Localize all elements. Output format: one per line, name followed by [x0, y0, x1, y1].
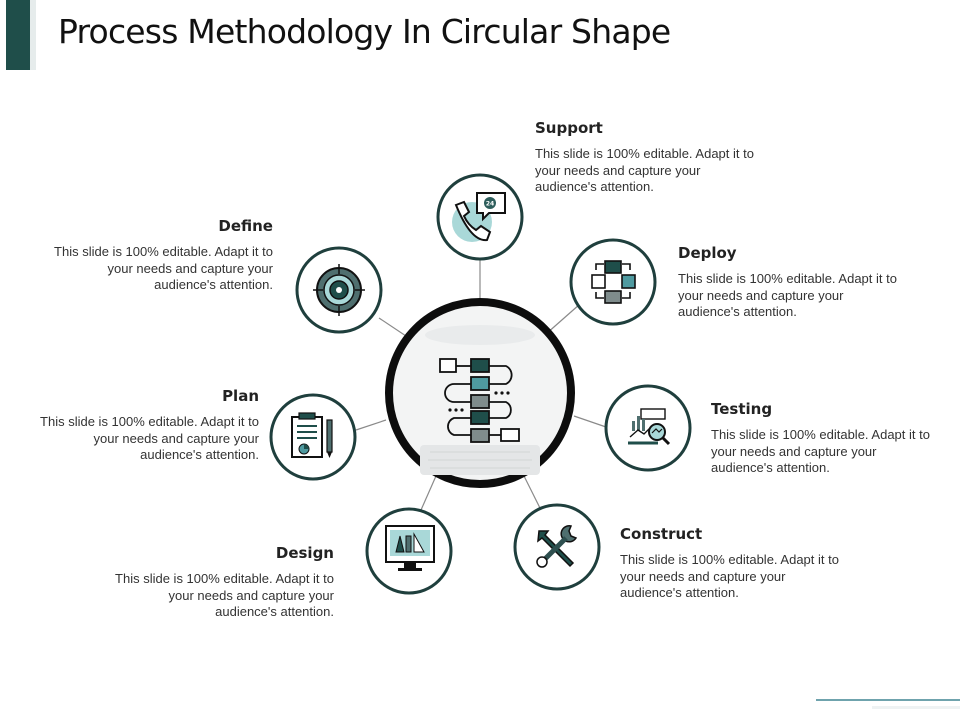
accent-bar — [6, 0, 30, 70]
step-heading: Support — [535, 119, 603, 137]
design-monitor-icon — [385, 525, 435, 571]
step-heading: Testing — [711, 400, 773, 418]
step-description: This slide is 100% editable. Adapt it to… — [115, 571, 334, 619]
step-heading: Construct — [620, 525, 703, 543]
chart-magnifier-icon — [628, 408, 671, 446]
step-testing: Testing This slide is 100% editable. Ada… — [711, 400, 931, 477]
step-construct: Construct This slide is 100% editable. A… — [620, 525, 840, 602]
target-icon — [313, 264, 365, 316]
node-testing — [604, 384, 692, 472]
step-heading: Deploy — [678, 244, 737, 262]
step-description: This slide is 100% editable. Adapt it to… — [40, 414, 259, 462]
step-description: This slide is 100% editable. Adapt it to… — [711, 427, 930, 475]
node-deploy — [569, 238, 657, 326]
center-hub — [385, 298, 575, 488]
accent-bar-shadow — [30, 0, 36, 70]
step-design: Design This slide is 100% editable. Adap… — [114, 544, 334, 621]
page-title: Process Methodology In Circular Shape — [58, 12, 671, 51]
step-description: This slide is 100% editable. Adapt it to… — [535, 146, 754, 194]
svg-text:24: 24 — [486, 201, 494, 208]
clipboard-plan-icon — [291, 412, 333, 458]
step-define: Define This slide is 100% editable. Adap… — [53, 217, 273, 294]
corner-accent-line — [816, 699, 960, 701]
step-heading: Design — [275, 544, 334, 562]
step-heading: Plan — [222, 387, 259, 405]
step-support: Support This slide is 100% editable. Ada… — [535, 119, 755, 196]
step-heading: Define — [218, 217, 273, 235]
workflow-flowchart-icon — [439, 358, 520, 443]
step-description: This slide is 100% editable. Adapt it to… — [678, 271, 897, 319]
phone-24-support-icon: 24 — [452, 192, 506, 242]
wrench-screwdriver-icon — [536, 525, 578, 568]
deploy-cycle-icon — [591, 260, 636, 304]
step-description: This slide is 100% editable. Adapt it to… — [54, 244, 273, 292]
corner-accent-line-light — [872, 706, 960, 709]
step-plan: Plan This slide is 100% editable. Adapt … — [39, 387, 259, 464]
step-deploy: Deploy This slide is 100% editable. Adap… — [678, 244, 898, 321]
step-description: This slide is 100% editable. Adapt it to… — [620, 552, 839, 600]
